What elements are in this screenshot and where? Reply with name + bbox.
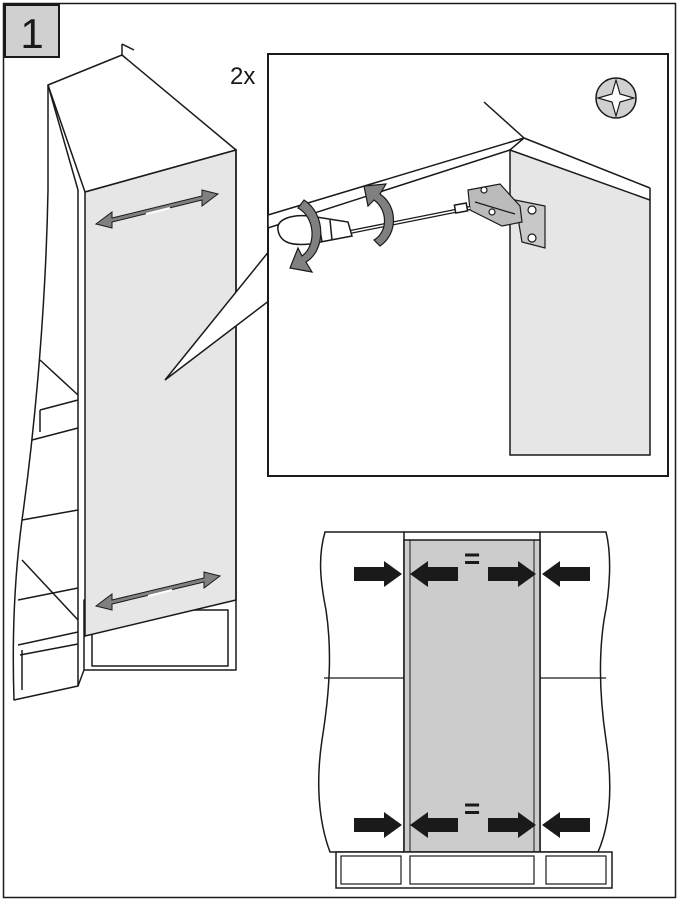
cabinet-door — [84, 149, 237, 637]
step-number-badge: 1 — [4, 4, 60, 58]
push-arrow-icon — [354, 561, 590, 587]
equal-sign-bottom: = — [464, 793, 480, 824]
equal-sign-top: = — [464, 543, 480, 574]
hinge-detail-callout: 2x — [230, 53, 669, 477]
alignment-diagram: = = — [317, 531, 613, 889]
rotate-arrows-icon — [289, 183, 394, 273]
hinge — [467, 183, 546, 249]
double-arrow-icon — [94, 571, 222, 611]
quantity-label: 2x — [230, 63, 255, 90]
step-number: 1 — [20, 10, 43, 57]
double-arrow-icon — [94, 189, 220, 229]
push-arrow-icon — [354, 812, 590, 838]
cross-screwdriver-icon — [595, 77, 637, 119]
